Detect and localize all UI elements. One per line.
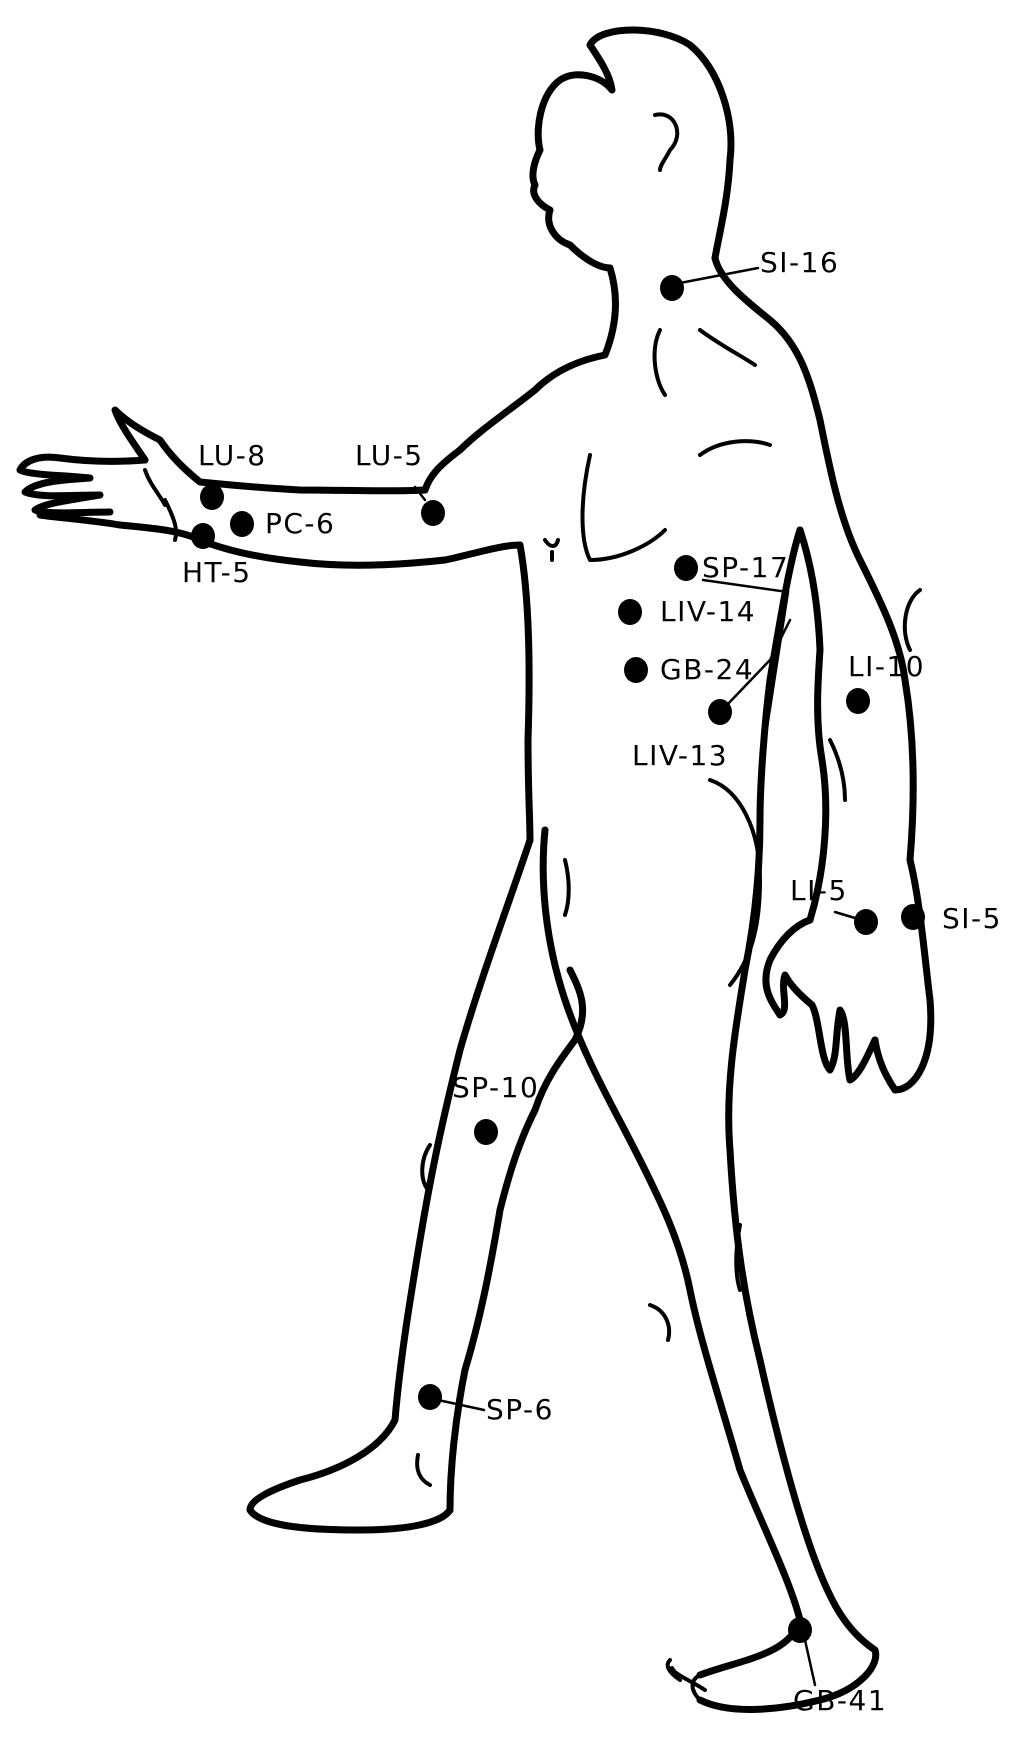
- side-contour: [700, 441, 770, 455]
- knee-contour: [422, 1145, 740, 1290]
- point-marker-sp-17: [674, 555, 698, 581]
- thigh-contour: [565, 860, 569, 915]
- point-label-ht-5: HT-5: [182, 556, 252, 589]
- point-label-si-5: SI-5: [942, 902, 1002, 935]
- point-label-liv-13: LIV-13: [632, 739, 728, 772]
- point-marker-gb-41: [788, 1617, 812, 1643]
- body-outline: [20, 30, 931, 1709]
- point-marker-si-16: [660, 275, 684, 301]
- point-label-si-16: SI-16: [760, 246, 839, 279]
- body-contours: [417, 330, 920, 1485]
- point-label-pc-6: PC-6: [265, 507, 335, 540]
- point-marker-sp-6: [418, 1384, 442, 1410]
- point-label-liv-14: LIV-14: [660, 595, 756, 628]
- foot-toes: [668, 1660, 705, 1700]
- chest-line: [425, 268, 615, 490]
- right-hand-outline: [766, 920, 875, 1080]
- point-label-sp-17: SP-17: [702, 551, 789, 584]
- hand-fingers: [20, 457, 145, 513]
- chest-contour: [583, 455, 666, 560]
- hip-contour: [710, 780, 760, 985]
- point-marker-pc-6: [230, 511, 254, 537]
- back-leg-inner: [543, 830, 800, 1675]
- point-label-lu-5: LU-5: [355, 439, 424, 472]
- ear-outline: [655, 114, 677, 170]
- navel-mark: [545, 540, 558, 560]
- point-label-sp-6: SP-6: [486, 1393, 554, 1426]
- point-marker-lu-5: [421, 500, 445, 526]
- point-label-gb-24: GB-24: [660, 653, 754, 686]
- point-marker-liv-14: [618, 599, 642, 625]
- point-marker-ht-5: [191, 523, 215, 549]
- leader-line-li-5: [835, 912, 855, 918]
- point-label-li-5: LI-5: [790, 874, 848, 907]
- upper-arm-lower: [445, 545, 520, 560]
- point-marker-li-5: [854, 909, 878, 935]
- right-forearm-inner: [800, 530, 826, 920]
- point-label-sp-10: SP-10: [452, 1071, 539, 1104]
- point-marker-si-5: [901, 904, 925, 930]
- point-label-gb-41: GB-41: [793, 1684, 887, 1717]
- left-torso: [520, 545, 530, 840]
- point-label-li-10: LI-10: [848, 650, 925, 683]
- point-marker-li-10: [846, 688, 870, 714]
- leader-line-gb-41: [805, 1640, 815, 1685]
- head-outline: [533, 30, 731, 268]
- points-layer: [191, 275, 925, 1643]
- point-label-lu-8: LU-8: [198, 439, 267, 472]
- clavicle-contour: [655, 330, 755, 395]
- front-leg-inner: [450, 970, 583, 1510]
- front-leg-outer: [250, 840, 530, 1530]
- point-marker-gb-24: [624, 657, 648, 683]
- point-marker-sp-10: [474, 1119, 498, 1145]
- point-marker-lu-8: [200, 484, 224, 510]
